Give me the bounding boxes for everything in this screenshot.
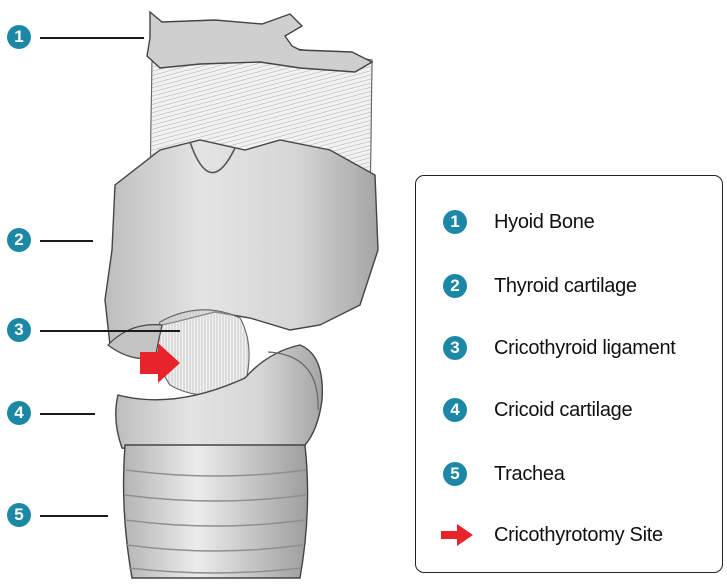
marker-5-icon: 5 [7, 503, 31, 527]
leader-line-1 [40, 37, 144, 39]
red-arrow-icon [440, 523, 474, 547]
leader-line-4 [40, 413, 95, 415]
larynx-illustration [0, 0, 400, 588]
leader-line-5 [40, 515, 108, 517]
number-3-icon: 3 [443, 336, 467, 360]
legend-label-cricothyrotomy-site: Cricothyrotomy Site [494, 522, 663, 548]
legend-item: 2 Thyroid cartilage [416, 271, 722, 301]
number-2-icon: 2 [443, 274, 467, 298]
legend-label-thyroid-cartilage: Thyroid cartilage [494, 273, 637, 299]
legend-item: 1 Hyoid Bone [416, 207, 722, 237]
legend-label-cricoid-cartilage: Cricoid cartilage [494, 397, 632, 423]
legend-item: 5 Trachea [416, 459, 722, 489]
legend-item: 4 Cricoid cartilage [416, 395, 722, 425]
trachea-shape [124, 445, 308, 578]
legend-item: 3 Cricothyroid ligament [416, 333, 722, 363]
legend-label-cricothyroid-ligament: Cricothyroid ligament [494, 335, 676, 361]
legend-box: 1 Hyoid Bone 2 Thyroid cartilage 3 Crico… [415, 175, 723, 573]
marker-4-icon: 4 [7, 401, 31, 425]
marker-3-icon: 3 [7, 318, 31, 342]
legend-label-trachea: Trachea [494, 461, 565, 487]
legend-label-hyoid-bone: Hyoid Bone [494, 209, 594, 235]
marker-1-icon: 1 [7, 25, 31, 49]
thyroid-cartilage-shape [105, 140, 378, 345]
number-1-icon: 1 [443, 210, 467, 234]
leader-line-2 [40, 240, 93, 242]
leader-line-3 [40, 330, 180, 332]
legend-item: Cricothyrotomy Site [416, 520, 722, 550]
number-4-icon: 4 [443, 398, 467, 422]
number-5-icon: 5 [443, 462, 467, 486]
marker-2-icon: 2 [7, 228, 31, 252]
